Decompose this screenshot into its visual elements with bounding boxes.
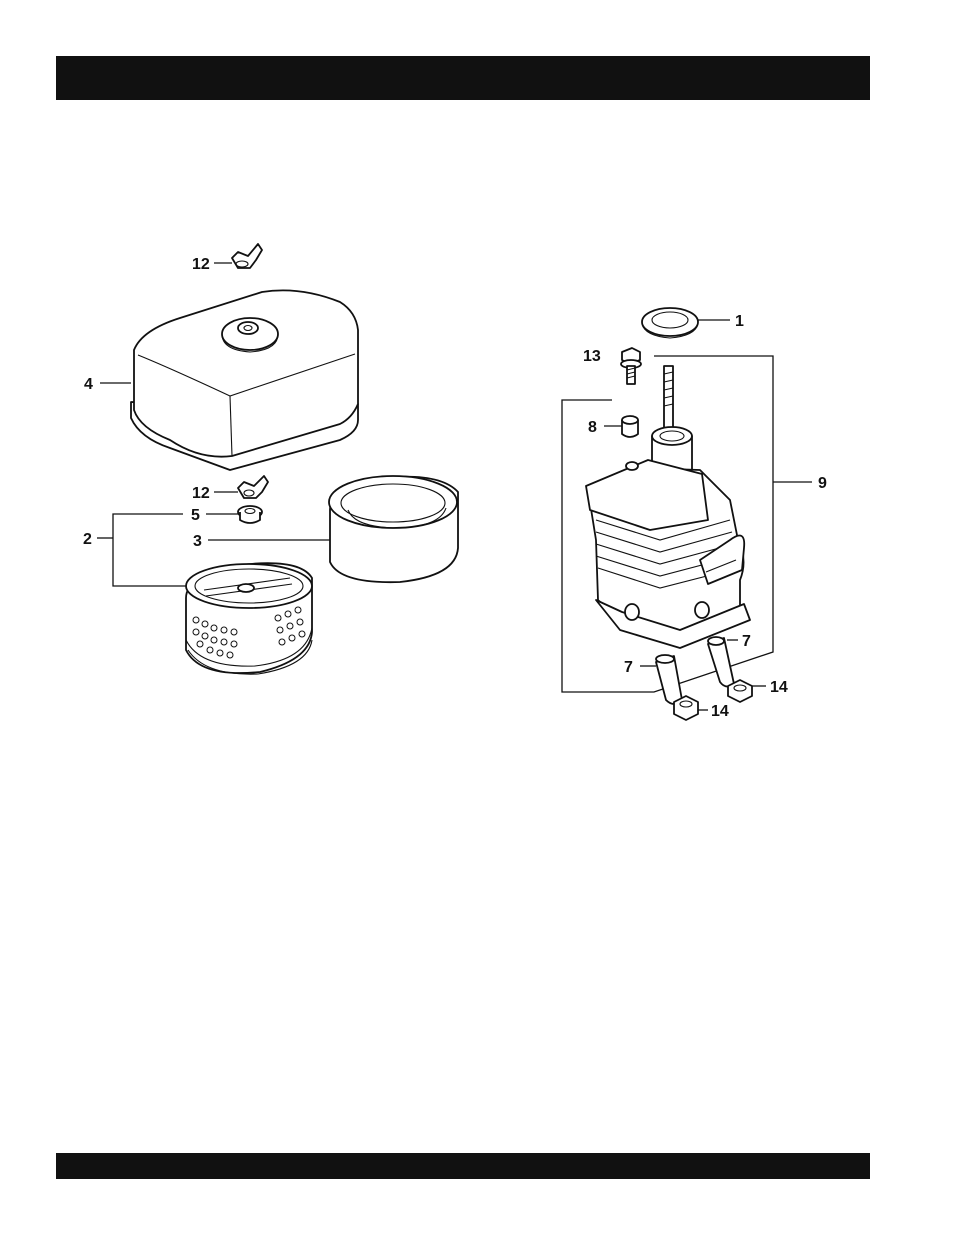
air-cleaner-cover — [131, 290, 358, 470]
callout-14-left: 14 — [711, 703, 729, 720]
tube-right — [708, 637, 734, 687]
collar — [238, 506, 262, 523]
wing-nut-middle — [238, 476, 268, 498]
wing-nut-top — [232, 244, 262, 268]
callout-8: 8 — [588, 419, 597, 436]
callout-13: 13 — [583, 348, 601, 365]
callout-1: 1 — [735, 313, 744, 330]
flange-nut-left — [674, 696, 698, 720]
callout-12-top: 12 — [192, 256, 210, 273]
callout-7-left: 7 — [624, 659, 633, 676]
collar-small — [622, 416, 638, 437]
air-cleaner-case — [586, 366, 750, 648]
callout-7-right: 7 — [742, 633, 751, 650]
callout-14-right: 14 — [770, 679, 788, 696]
callout-4: 4 — [84, 376, 93, 393]
tube-left — [656, 655, 682, 704]
grommet — [642, 308, 698, 338]
paper-filter-element — [186, 563, 312, 674]
callout-3: 3 — [193, 533, 202, 550]
callout-5: 5 — [191, 507, 200, 524]
callout-9: 9 — [818, 475, 827, 492]
foam-filter-element — [329, 476, 458, 582]
flange-nut-right — [728, 680, 752, 702]
flange-bolt — [621, 348, 641, 384]
callout-2: 2 — [83, 531, 92, 548]
callout-12-mid: 12 — [192, 485, 210, 502]
